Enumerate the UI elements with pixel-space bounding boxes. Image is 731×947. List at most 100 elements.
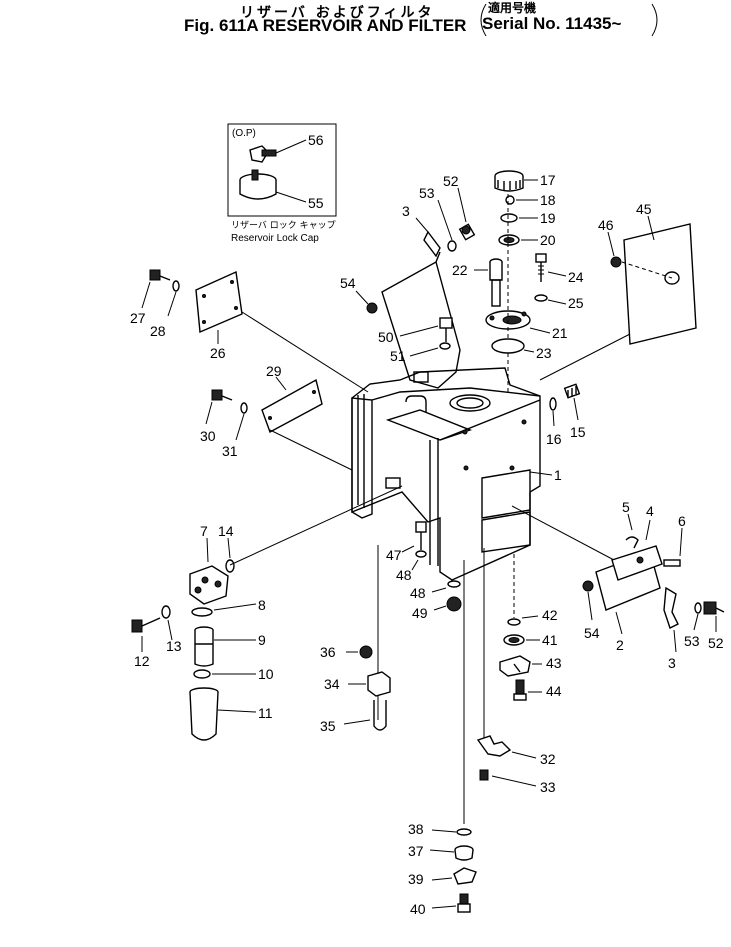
label-54-right: 54 xyxy=(584,625,600,641)
inset-caption: Reservoir Lock Cap xyxy=(231,233,319,244)
label-48-upper: 48 xyxy=(396,567,412,583)
bolt-40 xyxy=(457,893,471,913)
o-ring-16 xyxy=(549,397,557,411)
washer-25 xyxy=(534,294,548,302)
o-ring-38 xyxy=(456,828,472,836)
label-53-right: 53 xyxy=(684,633,700,649)
label-40: 40 xyxy=(410,901,426,917)
bolt-24 xyxy=(535,253,547,282)
label-41: 41 xyxy=(542,632,558,648)
label-11: 11 xyxy=(258,705,273,721)
strainer-ring-20 xyxy=(498,234,520,246)
lock-bracket-3-top xyxy=(423,230,441,258)
figure-number: Fig. 611A xyxy=(184,16,259,35)
filter-head-7 xyxy=(189,565,229,605)
label-29: 29 xyxy=(266,363,282,379)
cover-plate-45 xyxy=(623,223,697,345)
label-52-right: 52 xyxy=(708,635,724,651)
filter-case-11 xyxy=(189,687,219,741)
label-38: 38 xyxy=(408,821,424,837)
sight-glass-41 xyxy=(503,634,525,646)
lock-key-56 xyxy=(249,145,277,163)
label-6: 6 xyxy=(678,513,686,529)
label-46: 46 xyxy=(598,217,614,233)
label-55: 55 xyxy=(308,195,324,211)
label-34: 34 xyxy=(324,676,340,692)
bracket-right xyxy=(651,3,658,37)
label-9: 9 xyxy=(258,632,266,648)
label-45: 45 xyxy=(636,201,652,217)
washer-53-top xyxy=(447,240,457,252)
label-17: 17 xyxy=(540,172,556,188)
label-37: 37 xyxy=(408,843,424,859)
label-54-top: 54 xyxy=(340,275,356,291)
serial-applicability: 適用号機 Serial No. 11435~ xyxy=(480,0,621,32)
washer-13 xyxy=(161,605,171,619)
o-ring-42 xyxy=(507,618,521,626)
label-15: 15 xyxy=(570,424,586,440)
label-49: 49 xyxy=(412,605,428,621)
o-ring-10 xyxy=(193,669,211,679)
plug-33 xyxy=(479,769,489,781)
nut-49 xyxy=(446,596,462,612)
washer-48-upper xyxy=(415,550,427,558)
label-16: 16 xyxy=(546,431,562,447)
bolt-52-right xyxy=(703,601,725,615)
label-47: 47 xyxy=(386,547,402,563)
label-28: 28 xyxy=(150,323,166,339)
clamp-34 xyxy=(367,671,391,697)
label-27: 27 xyxy=(130,310,146,326)
washer-48-lower xyxy=(447,580,461,588)
filler-cap-17 xyxy=(494,170,524,192)
inset-box xyxy=(227,123,337,217)
label-18: 18 xyxy=(540,192,556,208)
bolt-52-top xyxy=(458,223,476,241)
elbow-32 xyxy=(476,735,512,757)
hinge-5 xyxy=(625,536,639,549)
gasket-19 xyxy=(500,213,518,223)
label-10: 10 xyxy=(258,666,274,682)
label-19: 19 xyxy=(540,210,556,226)
label-48-lower: 48 xyxy=(410,585,426,601)
washer-51 xyxy=(439,342,451,350)
label-1: 1 xyxy=(554,467,562,483)
label-4: 4 xyxy=(646,503,654,519)
label-3-top: 3 xyxy=(402,203,410,219)
label-25: 25 xyxy=(568,295,584,311)
label-7: 7 xyxy=(200,523,208,539)
label-51: 51 xyxy=(390,348,406,364)
washer-28 xyxy=(172,280,180,292)
label-5: 5 xyxy=(622,499,630,515)
o-ring-8 xyxy=(191,607,213,617)
drain-cock-39 xyxy=(453,867,477,885)
serial-number: Serial No. 11435~ xyxy=(482,14,622,33)
nut-54-right xyxy=(582,580,594,592)
label-32: 32 xyxy=(540,751,556,767)
label-2: 2 xyxy=(616,637,624,653)
cover-plate-29 xyxy=(261,378,323,434)
lock-bracket-3-right xyxy=(663,586,679,629)
figure-title: Fig. 611A RESERVOIR AND FILTER xyxy=(184,16,466,36)
lock-cap-55 xyxy=(239,169,277,200)
drain-valve-37 xyxy=(454,845,474,861)
label-21: 21 xyxy=(552,325,568,341)
serial-japanese: 適用号機 xyxy=(488,1,537,15)
u-bolt-35 xyxy=(373,700,387,731)
label-33: 33 xyxy=(540,779,556,795)
label-13: 13 xyxy=(166,638,182,654)
top-plate xyxy=(381,251,461,389)
label-23: 23 xyxy=(536,345,552,361)
label-56: 56 xyxy=(308,132,324,148)
bolt-12 xyxy=(131,617,161,633)
inset-tag: (O.P) xyxy=(232,128,256,139)
label-22: 22 xyxy=(452,262,468,278)
label-31: 31 xyxy=(222,443,238,459)
label-20: 20 xyxy=(540,232,556,248)
label-3-right: 3 xyxy=(668,655,676,671)
label-12: 12 xyxy=(134,653,150,669)
guard-43 xyxy=(499,655,531,677)
label-50: 50 xyxy=(378,329,394,345)
bracket-left xyxy=(480,3,487,37)
